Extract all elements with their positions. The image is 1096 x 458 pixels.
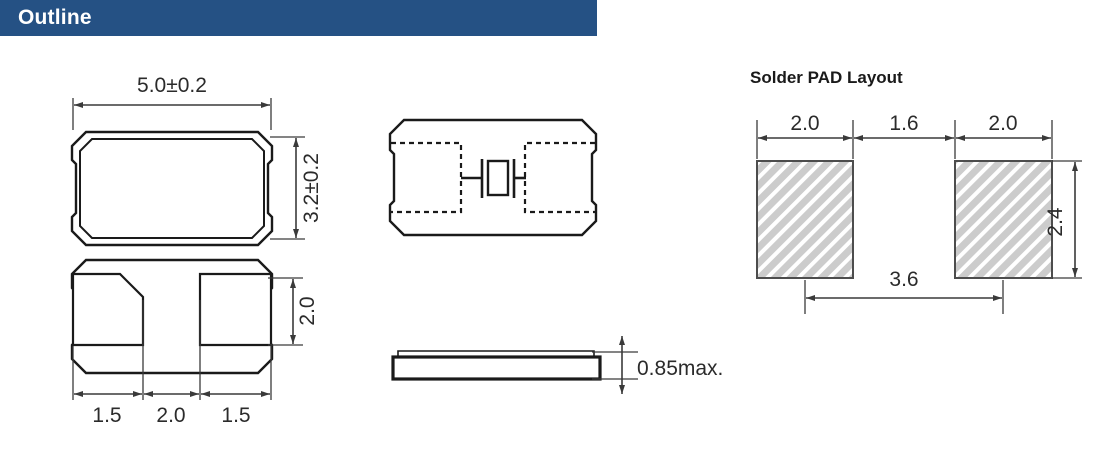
solder-pad-left xyxy=(756,160,854,279)
dimension-label-seg-1: 1.5 xyxy=(92,404,121,427)
dimension-label-bottom-height: 2.0 xyxy=(296,296,319,325)
dimension-label-pad-height: 2.4 xyxy=(1044,207,1067,237)
dimension-label-seg-2: 2.0 xyxy=(156,404,185,427)
bottom-view-pad-right xyxy=(198,272,273,347)
top-view-width-dimension: 5.0±0.2 xyxy=(72,74,272,130)
bottom-view-height-dimension: 2.0 xyxy=(268,277,319,346)
solder-pad-right xyxy=(954,160,1053,279)
internal-pad-left-dashed xyxy=(391,141,463,214)
side-view-group xyxy=(391,350,602,381)
dimension-label-pad-width-left: 2.0 xyxy=(790,112,819,135)
dimension-label-thickness: 0.85max. xyxy=(637,357,723,380)
dimension-label-width: 5.0±0.2 xyxy=(137,74,207,97)
dimension-label-height: 3.2±0.2 xyxy=(300,153,323,223)
top-view-group xyxy=(70,130,274,247)
dimension-label-pad-width-right: 2.0 xyxy=(988,112,1017,135)
package-lid-outline xyxy=(79,138,265,239)
dimension-label-pad-pitch: 3.6 xyxy=(889,268,918,291)
crystal-blank xyxy=(486,159,510,197)
bottom-view-width-dimensions: 1.5 2.0 1.5 xyxy=(72,300,272,427)
page-title: Outline xyxy=(18,6,92,29)
solder-pad-layout-title: Solder PAD Layout xyxy=(750,68,903,87)
dimension-label-seg-3: 1.5 xyxy=(221,404,250,427)
internal-pad-right-dashed xyxy=(523,141,595,214)
internal-view-group xyxy=(388,118,598,237)
package-outer-body xyxy=(70,130,274,247)
solder-pad-layout-group: 2.0 1.6 2.0 2.4 3.6 xyxy=(756,112,1082,314)
section-header-bar xyxy=(0,0,597,36)
top-view-height-dimension: 3.2±0.2 xyxy=(270,136,323,240)
bottom-view-group xyxy=(70,258,274,375)
dimension-label-pad-gap: 1.6 xyxy=(889,112,918,135)
side-view-body xyxy=(391,355,602,381)
side-view-thickness-dimension: 0.85max. xyxy=(592,336,723,394)
